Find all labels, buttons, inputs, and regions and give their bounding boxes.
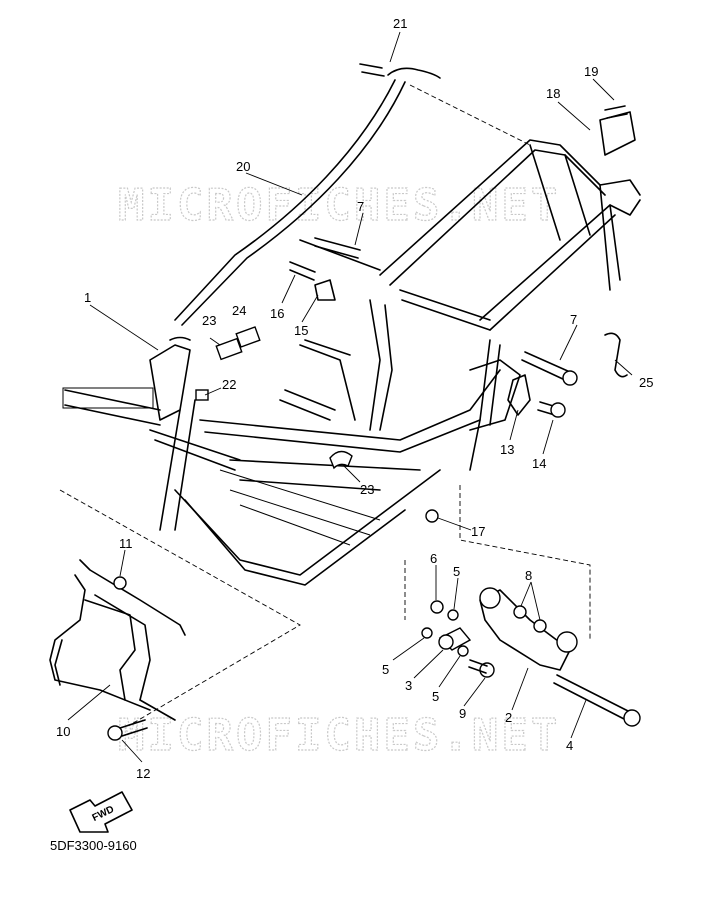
diagram-code: 5DF3300-9160 (50, 838, 137, 853)
callout-16: 16 (270, 306, 284, 321)
callout-7-right: 7 (570, 312, 577, 327)
engine-mount-outline (404, 485, 591, 640)
callout-13: 13 (500, 442, 514, 457)
leader-lines (67, 31, 633, 763)
callout-23-lower: 23 (360, 482, 374, 497)
callout-12: 12 (136, 766, 150, 781)
watermark-top: MICROFICHES.NET (118, 180, 560, 231)
callout-7-upper: 7 (357, 199, 364, 214)
callout-15: 15 (294, 323, 308, 338)
callout-18: 18 (546, 86, 560, 101)
callout-24: 24 (232, 303, 246, 318)
callout-1: 1 (84, 290, 91, 305)
callout-8: 8 (525, 568, 532, 583)
callout-23-upper: 23 (202, 313, 216, 328)
callout-3: 3 (405, 678, 412, 693)
callout-2: 2 (505, 710, 512, 725)
fwd-arrow-icon: FWD (69, 791, 133, 833)
rear-subframe (49, 559, 186, 721)
callout-20: 20 (236, 159, 250, 174)
callout-17: 17 (471, 524, 485, 539)
callout-6: 6 (430, 551, 437, 566)
callout-4: 4 (566, 738, 573, 753)
rail-guide-line (409, 84, 531, 146)
callout-10: 10 (56, 724, 70, 739)
callout-22: 22 (222, 377, 236, 392)
callout-5-left: 5 (382, 662, 389, 677)
callout-11: 11 (119, 536, 133, 551)
main-frame (62, 67, 641, 586)
callout-21: 21 (393, 16, 407, 31)
callout-labels: 21 19 18 20 7 1 24 23 16 15 7 22 25 13 1… (56, 16, 653, 781)
callout-5-bottom: 5 (432, 689, 439, 704)
callout-5-top: 5 (453, 564, 460, 579)
watermark-bottom: MICROFICHES.NET (118, 710, 560, 761)
callout-25: 25 (639, 375, 653, 390)
callout-19: 19 (584, 64, 598, 79)
hardware-parts (107, 63, 641, 741)
callout-9: 9 (459, 706, 466, 721)
callout-14: 14 (532, 456, 546, 471)
rear-assembly-outline (59, 489, 301, 726)
